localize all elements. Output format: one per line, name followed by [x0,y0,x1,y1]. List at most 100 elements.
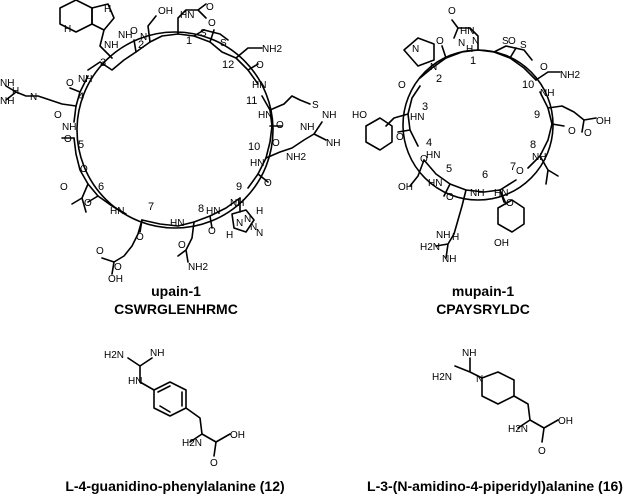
atom-label: S [312,100,319,111]
atom-label: O [208,226,216,237]
atom-label: O [60,182,68,193]
atom-label: O [136,232,144,243]
compound-16-atom-labels: NH H2N N H2N O OH [432,348,573,457]
atom-label: HN [428,178,442,189]
mupain-1-residue-numbers: 1 2 3 4 5 6 7 8 9 10 [422,55,540,181]
atom-label: H [226,230,233,241]
atom-label: S [502,36,509,47]
residue-number: 3 [422,101,428,113]
atom-label: H [64,24,71,35]
atom-label: OH [494,238,509,249]
atom-label: HN [170,218,184,229]
atom-label: H2N [432,372,452,383]
atom-label: NH2 [188,262,208,273]
atom-label: O [66,78,74,89]
residue-number: 8 [530,139,536,151]
atom-label: H2N [104,350,124,361]
atom-label: O [84,198,92,209]
mupain-1-structure [365,19,597,259]
atom-label: N [30,92,37,103]
atom-label: O [396,132,404,143]
atom-label: NH [322,110,336,121]
atom-label: O [54,110,62,121]
atom-label: HN [180,10,194,21]
atom-label: O [206,2,214,13]
atom-label: NH2 [262,44,282,55]
atom-label: OH [558,416,573,427]
atom-label: HO [352,110,367,121]
atom-label: O [64,134,72,145]
atom-label: O [208,18,216,29]
atom-label: OH [398,182,413,193]
atom-label: O [130,26,138,37]
atom-label: H [256,206,263,217]
residue-number: 7 [148,201,154,213]
compound-12-structure [127,357,231,457]
atom-label: O [96,246,104,257]
atom-label: N [412,44,419,55]
atom-label: OH [158,6,173,17]
atom-label: NH [62,122,76,133]
peptide-name-mupain-1: mupain-1 [451,283,515,299]
atom-label: H [466,44,473,55]
atom-label: NH [104,40,118,51]
atom-label: H [452,232,459,243]
atom-label: O [256,60,264,71]
atom-label: S [200,28,207,39]
compound-12-atom-labels: H2N NH HN H2N O OH [104,348,245,469]
residue-number: 5 [446,163,452,175]
atom-label: NH [118,30,132,41]
compound-16-structure [454,357,559,443]
atom-label: O [506,198,514,209]
atom-label: N [236,218,243,229]
residue-number: 2 [138,39,144,51]
atom-label: S [520,40,527,51]
atom-label: OH [230,430,245,441]
atom-label: O [114,262,122,273]
residue-number: 1 [186,35,192,47]
atom-label: NH [230,198,244,209]
upain-1-structure [5,0,327,275]
atom-label: NH [326,138,340,149]
atom-label: NH [0,78,14,89]
atom-label: N [476,374,483,385]
residue-number: 12 [222,59,234,71]
atom-label: NH [540,88,554,99]
atom-label: O [568,126,576,137]
atom-label: H2N [508,424,528,435]
residue-number: 10 [248,141,260,153]
atom-label: HN [426,150,440,161]
atom-label: O [264,178,272,189]
residue-number: 9 [534,109,540,121]
atom-label: NH [532,152,546,163]
residue-number: 4 [426,137,432,149]
atom-label: HN [252,80,266,91]
atom-label: O [448,6,456,17]
atom-label: O [420,154,428,165]
compound-name-16: L-3-(N-amidino-4-piperidyl)alanine (16) [367,478,623,494]
residue-number: 1 [470,55,476,67]
atom-label: NH2 [286,152,306,163]
residue-number: 8 [198,203,204,215]
atom-label: HN [494,188,508,199]
atom-label: HN [110,206,124,217]
atom-label: NH [442,254,456,265]
residue-number: 6 [482,169,488,181]
atom-label: H2N [182,438,202,449]
atom-label: O [508,36,516,47]
atom-label: NH [436,230,450,241]
upain-1-residue-numbers: 1 2 3 4 5 6 7 8 9 10 11 12 [78,35,260,215]
atom-label: NH [0,96,14,107]
atom-label: HN [460,26,474,37]
residue-number: 10 [522,79,534,91]
atom-label: O [80,164,88,175]
peptide-name-upain-1: upain-1 [151,283,201,299]
atom-label: N [256,228,263,239]
atom-label: N [250,222,257,233]
residue-number: 5 [78,139,84,151]
peptide-sequence-mupain-1: CPAYSRYLDC [436,301,530,317]
compound-name-12: L-4-guanidino-phenylalanine (12) [65,478,285,494]
atom-label: NH [462,348,476,359]
atom-label: O [272,138,280,149]
